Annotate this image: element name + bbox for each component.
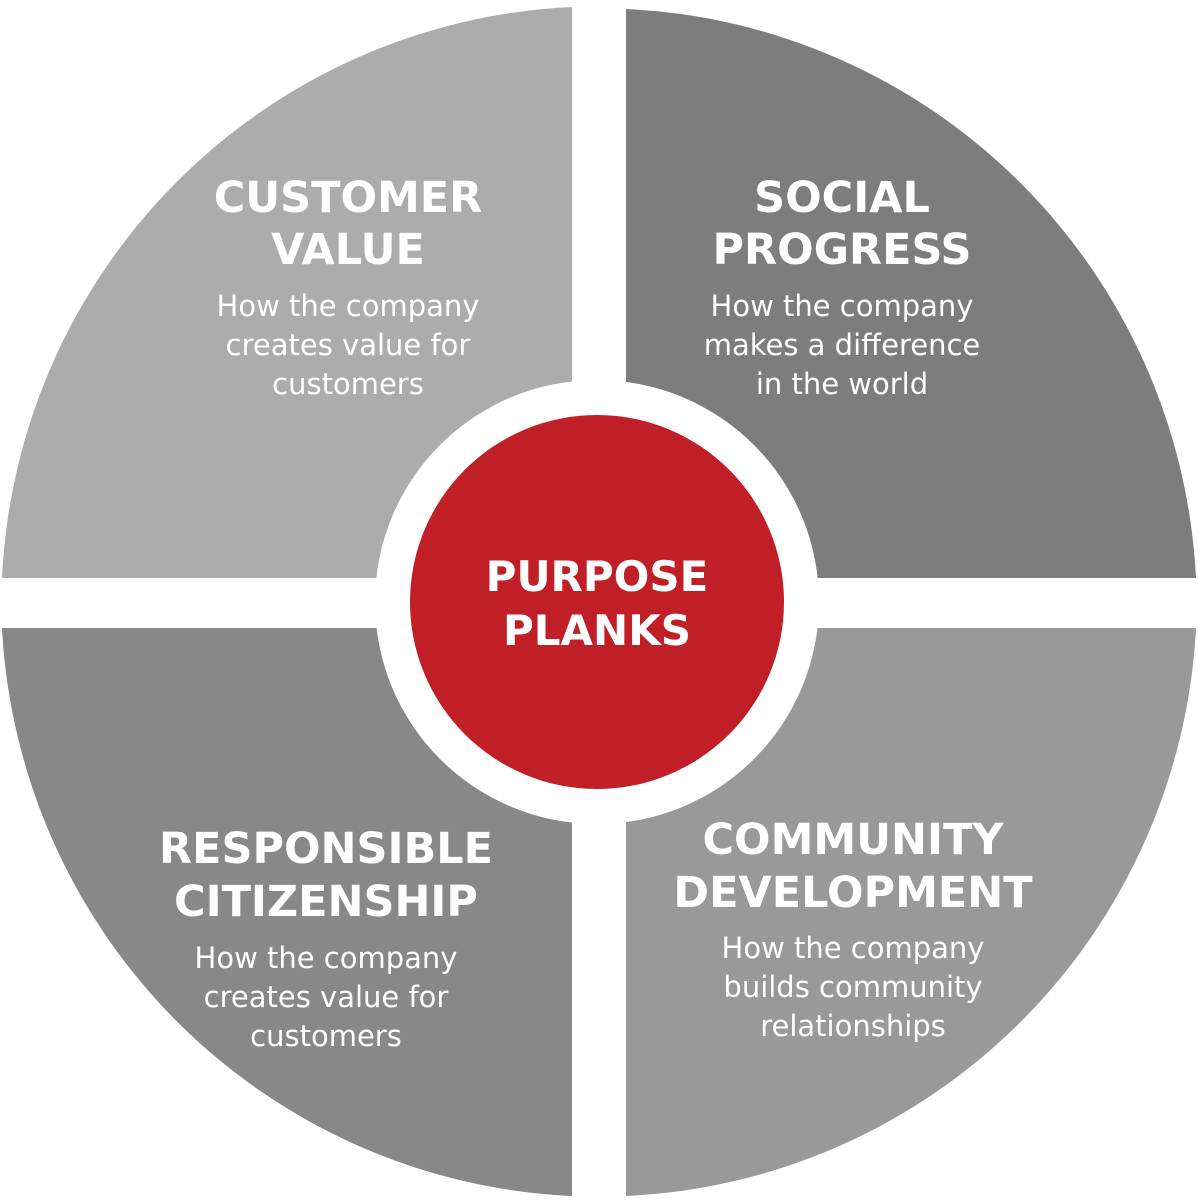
responsible-citizenship-desc-line-3: customers [250,1019,402,1053]
responsible-citizenship-title-line-1: RESPONSIBLE [159,824,493,874]
community-development-desc-line-2: builds community [723,970,982,1004]
customer-value-title-line-1: CUSTOMER [214,173,483,223]
customer-value-desc-line-2: creates value for [226,328,471,362]
center-title-line-2: PLANKS [503,606,691,655]
customer-value-desc-line-3: customers [272,367,424,401]
center-title-line-1: PURPOSE [486,552,709,601]
community-development-desc-line-3: relationships [760,1009,946,1043]
social-progress-desc-line-2: makes a difference [704,328,981,362]
quadrant-customer-value [2,7,572,578]
social-progress-desc-line-1: How the company [711,289,974,323]
customer-value-desc-line-1: How the company [217,289,480,323]
responsible-citizenship-desc-line-1: How the company [195,941,458,975]
social-progress-desc-line-3: in the world [756,367,928,401]
responsible-citizenship-title-line-2: CITIZENSHIP [174,877,478,927]
responsible-citizenship-desc-line-2: creates value for [204,980,449,1014]
community-development-title-line-1: COMMUNITY [702,815,1004,865]
social-progress-title-line-1: SOCIAL [754,173,930,223]
quadrant-community-development [626,628,1196,1196]
quadrant-social-progress [626,9,1196,578]
social-progress-title-line-2: PROGRESS [713,225,972,275]
quadrant-responsible-citizenship [2,628,572,1196]
community-development-title-line-2: DEVELOPMENT [673,868,1033,918]
center-circle [410,415,784,789]
customer-value-title-line-2: VALUE [271,225,425,275]
community-development-desc-line-1: How the company [722,931,985,965]
